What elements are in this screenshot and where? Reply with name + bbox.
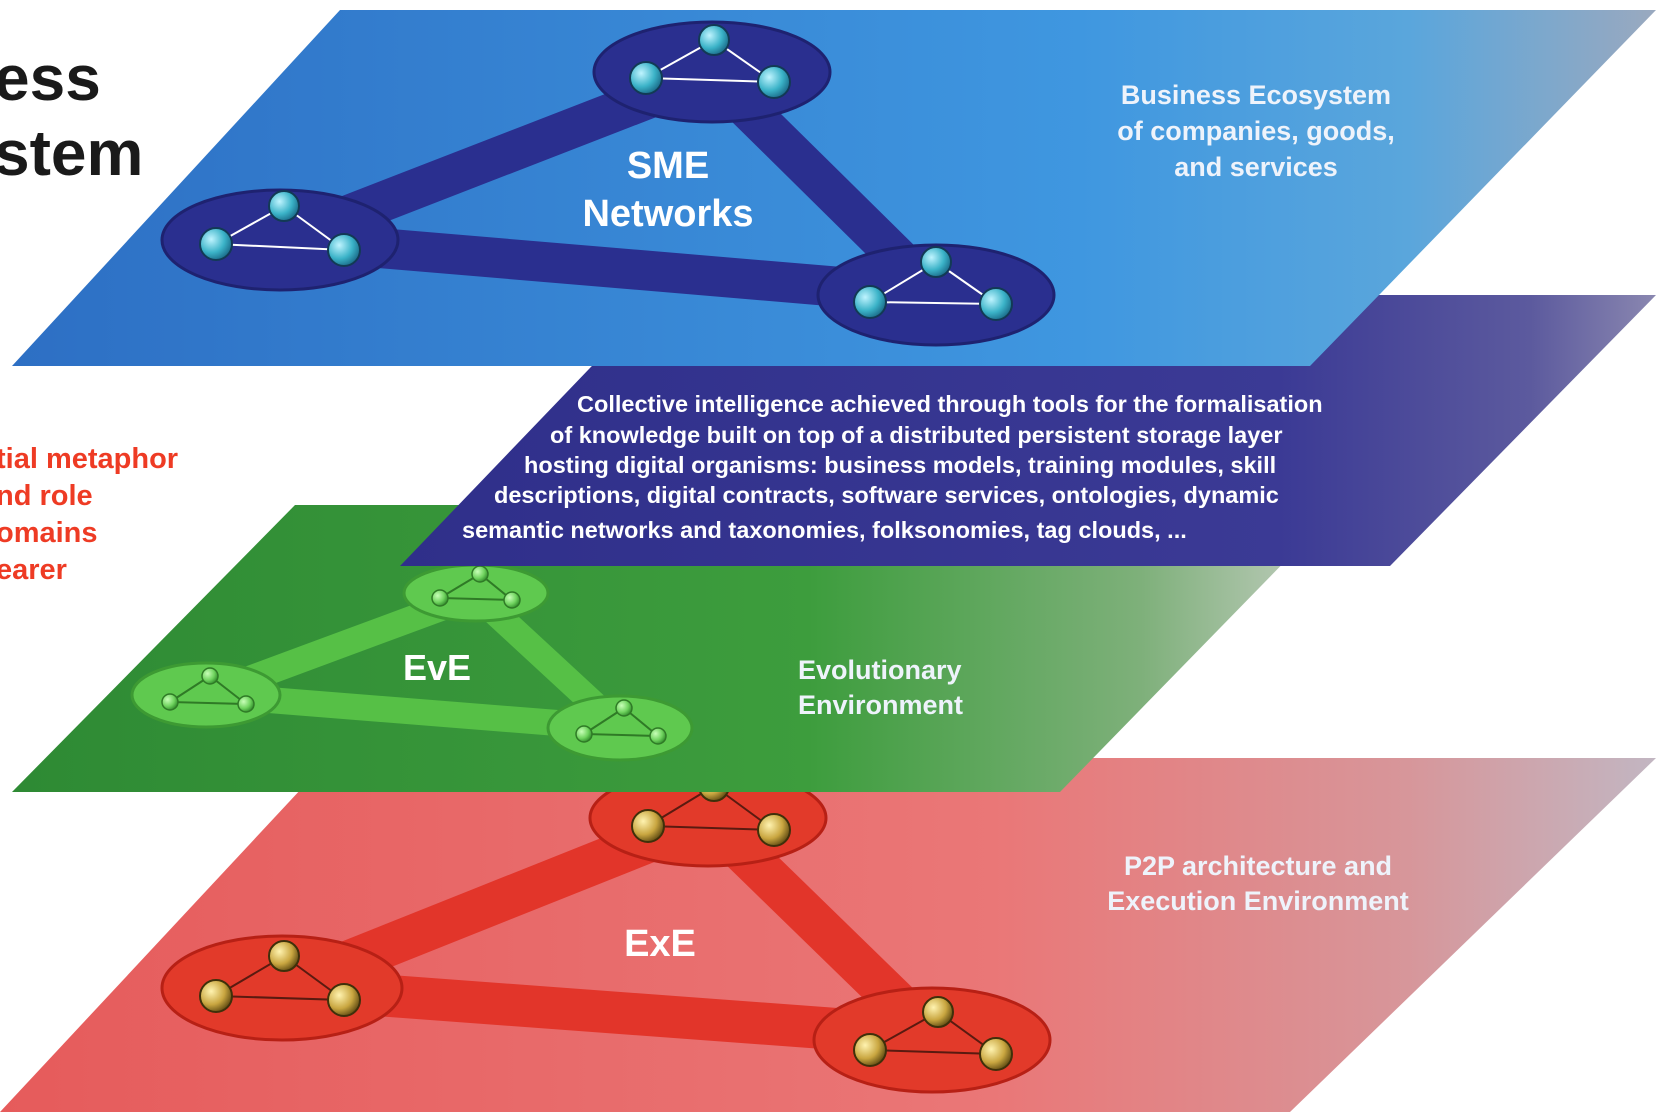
exe-description-line-1: P2P architecture and [1124, 851, 1392, 881]
eve-node [575, 725, 593, 743]
side-note-line-1: tial metaphor [0, 443, 178, 475]
eve-node [201, 667, 219, 685]
sme-node [629, 61, 663, 95]
eve-label: EvE [403, 647, 471, 688]
exe-node [327, 983, 361, 1017]
sme-node [920, 246, 952, 278]
sme-description-line-1: Business Ecosystem [1121, 80, 1391, 110]
exe-node [268, 940, 300, 972]
sme-node [757, 65, 791, 99]
exe-node [757, 813, 791, 847]
exe-node [631, 809, 665, 843]
sme-description-line-3: and services [1174, 152, 1338, 182]
exe-node [979, 1037, 1013, 1071]
title-line-1: ess [0, 42, 101, 114]
sme-node [979, 287, 1013, 321]
exe-label: ExE [624, 923, 696, 965]
eve-node [615, 699, 633, 717]
eve-node [503, 591, 521, 609]
eve-description-line-1: Evolutionary [798, 655, 962, 685]
exe-node [853, 1033, 887, 1067]
page-title: ess stem [0, 42, 143, 189]
exe-node [199, 979, 233, 1013]
eve-node [161, 693, 179, 711]
exe-node [922, 996, 954, 1028]
sme-node [199, 227, 233, 261]
exe-network [160, 768, 1052, 1094]
sme-label-line-1: SME [627, 145, 709, 187]
exe-description-line-2: Execution Environment [1107, 886, 1409, 916]
exe-layer: ExE P2P architecture and Execution Envir… [0, 758, 1656, 1112]
side-note-line-2: nd role [0, 480, 93, 512]
eve-layer: EvE Evolutionary Environment [12, 505, 1340, 792]
sme-layer: SME Networks Business Ecosystem of compa… [12, 10, 1656, 366]
sme-label-line-2: Networks [582, 193, 753, 235]
collective-description-line-2: of knowledge built on top of a distribut… [550, 422, 1283, 448]
sme-network [160, 20, 1056, 347]
sme-node [327, 233, 361, 267]
eve-node [237, 695, 255, 713]
sme-node [853, 285, 887, 319]
collective-description-line-4: descriptions, digital contracts, softwar… [494, 482, 1279, 508]
sme-description-line-2: of companies, goods, [1117, 116, 1395, 146]
sme-node [698, 24, 730, 56]
collective-description-line-3: hosting digital organisms: business mode… [524, 452, 1276, 478]
collective-description-line-1: Collective intelligence achieved through… [577, 391, 1323, 417]
eve-node [431, 589, 449, 607]
sme-node [268, 190, 300, 222]
eve-network [130, 563, 694, 762]
eve-node [471, 565, 489, 583]
eve-plane [12, 505, 1340, 792]
side-note: tial metaphor nd role omains earer [0, 443, 178, 586]
side-note-line-4: earer [0, 554, 67, 586]
collective-description-line-5: semantic networks and taxonomies, folkso… [462, 517, 1187, 543]
eve-description-line-2: Environment [798, 690, 963, 720]
title-line-2: stem [0, 117, 143, 189]
side-note-line-3: omains [0, 517, 98, 549]
eve-node [649, 727, 667, 745]
